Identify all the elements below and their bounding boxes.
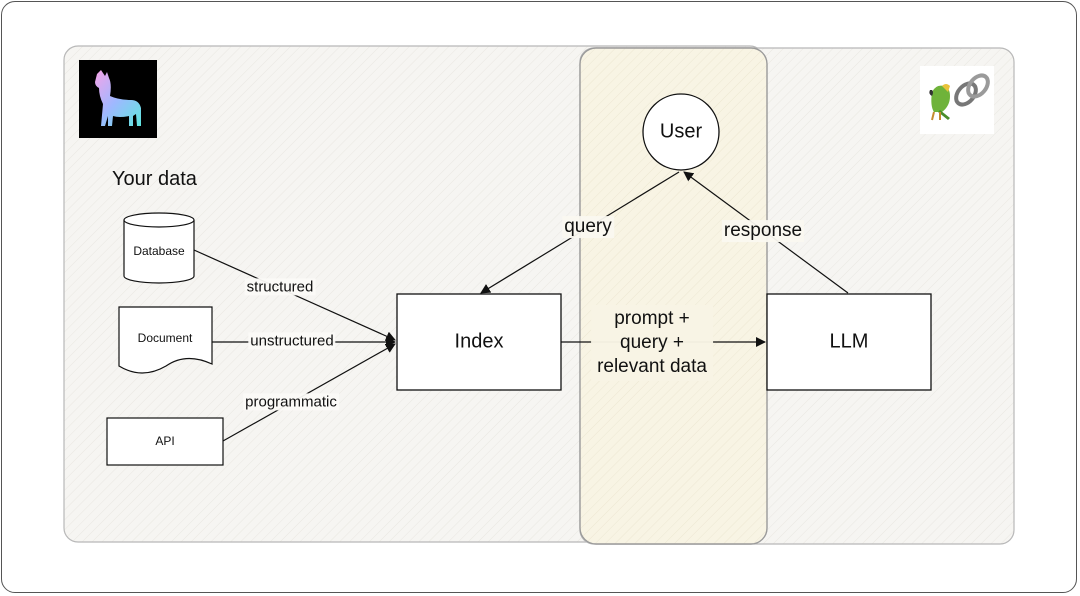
query-label: query (562, 216, 614, 238)
prompt-label: prompt + query + relevant data (591, 305, 713, 381)
your-data-title: Your data (112, 168, 197, 190)
api-box (106, 417, 224, 466)
structured-label: structured (244, 278, 316, 296)
llm-label: LLM (829, 330, 869, 353)
database-label: Database (133, 244, 185, 259)
programmatic-label: programmatic (243, 393, 339, 411)
prompt-label-line-2: query + (620, 332, 684, 353)
llama-logo-icon (79, 60, 157, 138)
database-icon (123, 212, 195, 284)
user-label: User (659, 120, 703, 143)
prompt-label-line-1: prompt + (614, 308, 690, 329)
document-label: Document (137, 331, 193, 346)
unstructured-label: unstructured (248, 332, 336, 350)
programmatic-edge (222, 343, 396, 442)
prompt-label-line-3: relevant data (597, 356, 707, 377)
index-label: Index (454, 330, 504, 353)
parrot-chain-logo-icon (920, 66, 994, 134)
index-box (396, 293, 562, 391)
llm-box (766, 293, 932, 391)
document-shape (118, 306, 213, 374)
api-label: API (155, 434, 175, 449)
user-circle (642, 93, 720, 171)
response-label: response (721, 220, 805, 242)
